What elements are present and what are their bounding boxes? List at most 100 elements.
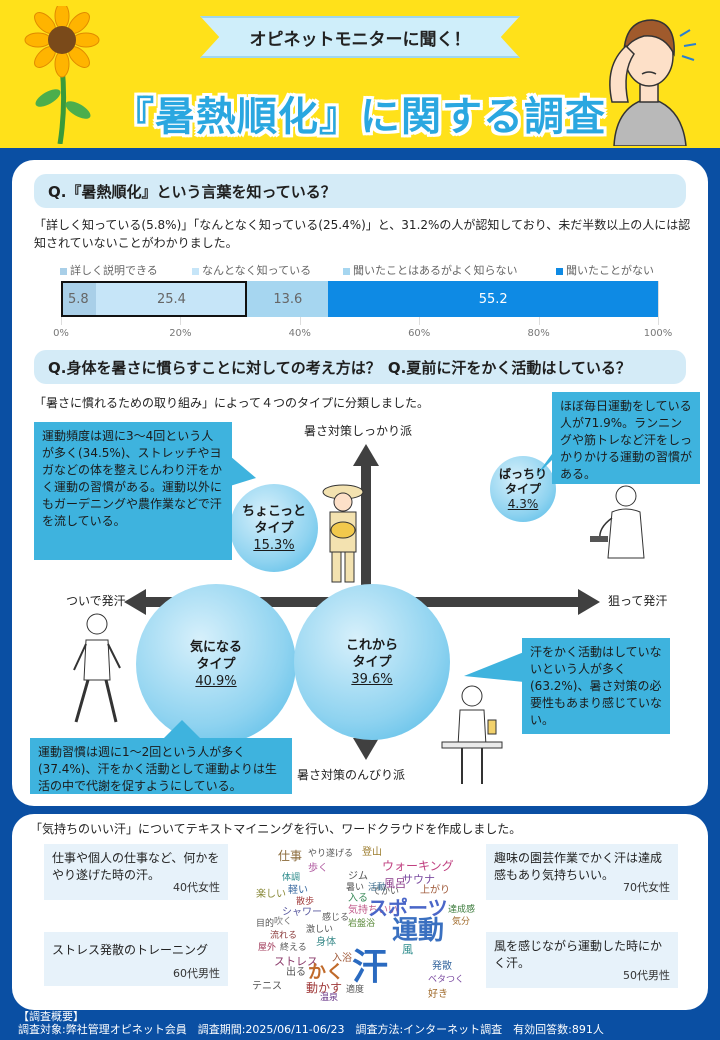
word-cloud-word: シャワー	[282, 907, 322, 918]
type-circle-kininaru: 気になる タイプ 40.9%	[136, 584, 296, 744]
word-cloud-word: 歩く	[308, 863, 328, 874]
type-circle-korekara: これから タイプ 39.6%	[294, 584, 450, 740]
walking-man-illustration	[73, 613, 121, 723]
bar-segment: 13.6	[247, 281, 329, 317]
data-label: 13.6	[273, 291, 303, 307]
word-cloud-word: 感じる	[322, 913, 350, 923]
word-cloud-word: 汗	[352, 947, 389, 988]
word-cloud-word: 屋外	[258, 943, 277, 953]
tick-label: 0%	[53, 328, 69, 339]
axis-label-left: ついで発汗	[66, 594, 126, 608]
tick-label: 100%	[643, 328, 673, 339]
word-cloud-word: 風	[402, 943, 413, 956]
legend-item: 聞いたことがない	[556, 262, 654, 278]
word-cloud-word: 気持ちいい	[348, 905, 398, 916]
callout-tail	[464, 652, 524, 682]
word-cloud-word: 散歩	[296, 897, 315, 907]
word-cloud-word: 岩盤浴	[348, 919, 376, 929]
wordcloud-panel: 「気持ちのいい汗」についてテキストマイニングを行い、ワードクラウドを作成しました…	[12, 814, 708, 1010]
word-cloud-word: 好き	[428, 989, 448, 1000]
word-cloud-word: 軽い	[288, 885, 308, 896]
chart-legend: 詳しく説明できる なんとなく知っている 聞いたことはあるがよく知らない 聞いたこ…	[60, 262, 680, 278]
bar-segment: 5.8	[61, 281, 96, 317]
data-label: 55.2	[478, 291, 508, 307]
word-cloud-word: サウナ	[402, 873, 435, 886]
arrow-down-icon	[353, 738, 379, 760]
word-cloud-word: やり遂げる	[308, 849, 354, 859]
word-cloud-word: 風呂	[384, 877, 406, 890]
wordcloud-intro: 「気持ちのいい汗」についてテキストマイニングを行い、ワードクラウドを作成しました…	[30, 822, 522, 836]
legend-item: 聞いたことはあるがよく知らない	[343, 262, 517, 278]
callout-korekara: 汗をかく活動はしていないという人が多く(63.2%)、暑さ対策の必要性もあまり感…	[522, 638, 670, 734]
word-cloud-word: テニス	[252, 981, 282, 992]
quote-card: ストレス発散のトレーニング 60代男性	[44, 932, 228, 986]
word-cloud-word: 入浴	[332, 953, 352, 964]
summary-details: 調査対象:弊社管理オピネット会員 調査期間:2025/06/11-06/23 調…	[18, 1023, 604, 1036]
word-cloud-word: 上がり	[420, 885, 450, 896]
word-cloud: 仕事やり遂げる登山歩くウォーキングサウナ体調ジム風呂上がり楽しい軽い入るでかい散…	[252, 844, 476, 1003]
arrow-left-icon	[124, 589, 146, 615]
callout-tail	[230, 456, 256, 486]
word-cloud-word: 登山	[362, 847, 382, 858]
gridline	[658, 281, 659, 325]
tick-label: 20%	[169, 328, 192, 339]
quote-card: 趣味の園芸作業でかく汗は達成感もあり気持ちいい。 70代女性	[486, 844, 678, 900]
x-axis: 0%20%40%60%80%100%	[53, 328, 672, 342]
legend-swatch	[556, 267, 563, 275]
sitting-person-illustration	[441, 685, 503, 784]
question-1-heading: Q.『暑熱順化』という言葉を知っている？	[34, 174, 686, 208]
question-2-heading: Q.身体を暑さに慣らすことに対しての考え方は？ Q.夏前に汗をかく活動はしている…	[34, 350, 686, 384]
header-ribbon: オピネットモニターに聞く！	[200, 16, 520, 58]
tick-label: 40%	[288, 328, 311, 339]
word-cloud-word: 発散	[432, 961, 452, 972]
axis-label-right: 狙って発汗	[608, 594, 668, 608]
type-circle-chokotto: ちょこっと タイプ 15.3%	[230, 484, 318, 572]
arrow-up-icon	[353, 444, 379, 466]
quote-card: 風を感じながら運動した時にかく汗。 50代男性	[486, 932, 678, 988]
legend-swatch	[192, 267, 199, 275]
word-cloud-word: 気分	[452, 917, 471, 927]
word-cloud-word: 運動	[392, 916, 445, 946]
word-cloud-word: でかい	[372, 887, 400, 897]
question-2-description: 「暑さに慣れるための取り組み」によって４つのタイプに分類しました。	[34, 396, 430, 410]
word-cloud-word: 温泉	[320, 993, 339, 1003]
question-1-description: 「詳しく知っている(5.8%)」「なんとなく知っている(25.4%)」と、31.…	[34, 218, 691, 250]
data-label: 25.4	[156, 291, 186, 307]
word-cloud-word: ストレス	[274, 955, 318, 968]
word-cloud-word: 暑い	[346, 883, 365, 893]
callout-tail	[162, 720, 202, 740]
farmer-illustration	[322, 484, 364, 583]
legend-item: 詳しく説明できる	[60, 262, 158, 278]
word-cloud-word: 達成感	[448, 905, 476, 915]
word-cloud-word: 流れる	[270, 931, 298, 941]
word-cloud-word: ジム	[348, 871, 368, 882]
word-cloud-word: 仕事	[278, 849, 303, 863]
word-cloud-word: 適度	[346, 985, 365, 995]
highlight-box	[61, 281, 248, 317]
survey-panel: Q.『暑熱順化』という言葉を知っている？ 「詳しく知っている(5.8%)」「なん…	[12, 160, 708, 806]
survey-summary: 【調査概要】 調査対象:弊社管理オピネット会員 調査期間:2025/06/11-…	[18, 1010, 708, 1036]
word-cloud-word: かく	[308, 962, 344, 983]
word-cloud-word: ウォーキング	[382, 859, 454, 873]
legend-swatch	[343, 267, 350, 275]
arrow-right-icon	[578, 589, 600, 615]
word-cloud-word: 終える	[280, 943, 307, 953]
data-label: 5.8	[67, 291, 89, 307]
bar-segment: 25.4	[95, 281, 248, 317]
word-cloud-word: 身体	[316, 937, 336, 948]
axis-label-bottom: 暑さ対策のんびり派	[297, 768, 406, 782]
dumbbell-man-illustration	[590, 485, 645, 559]
axis-label-top: 暑さ対策しっかり派	[304, 424, 413, 438]
word-cloud-word: 出る	[286, 967, 306, 978]
word-cloud-word: 体調	[282, 873, 301, 883]
legend-swatch	[60, 267, 67, 275]
bar-segment: 55.2	[328, 281, 658, 317]
stacked-bar: 5.8 25.4 13.6 55.2	[61, 281, 658, 317]
word-cloud-word: 活動	[368, 883, 387, 893]
quote-card: 仕事や個人の仕事など、何かをやり遂げた時の汗。 40代女性	[44, 844, 228, 900]
word-cloud-word: ベタつく	[428, 975, 465, 985]
callout-kininaru: 運動習慣は週に1～2回という人が多く(37.4%)、汗をかく活動として運動よりは…	[30, 738, 292, 794]
callout-chokotto: 運動頻度は週に3～4回という人が多く(34.5%)、ストレッチやヨガなどの体を整…	[34, 422, 232, 560]
tick-label: 80%	[527, 328, 550, 339]
header-banner: オピネットモニターに聞く！ 『暑熱順化』に関する調査	[0, 0, 720, 148]
